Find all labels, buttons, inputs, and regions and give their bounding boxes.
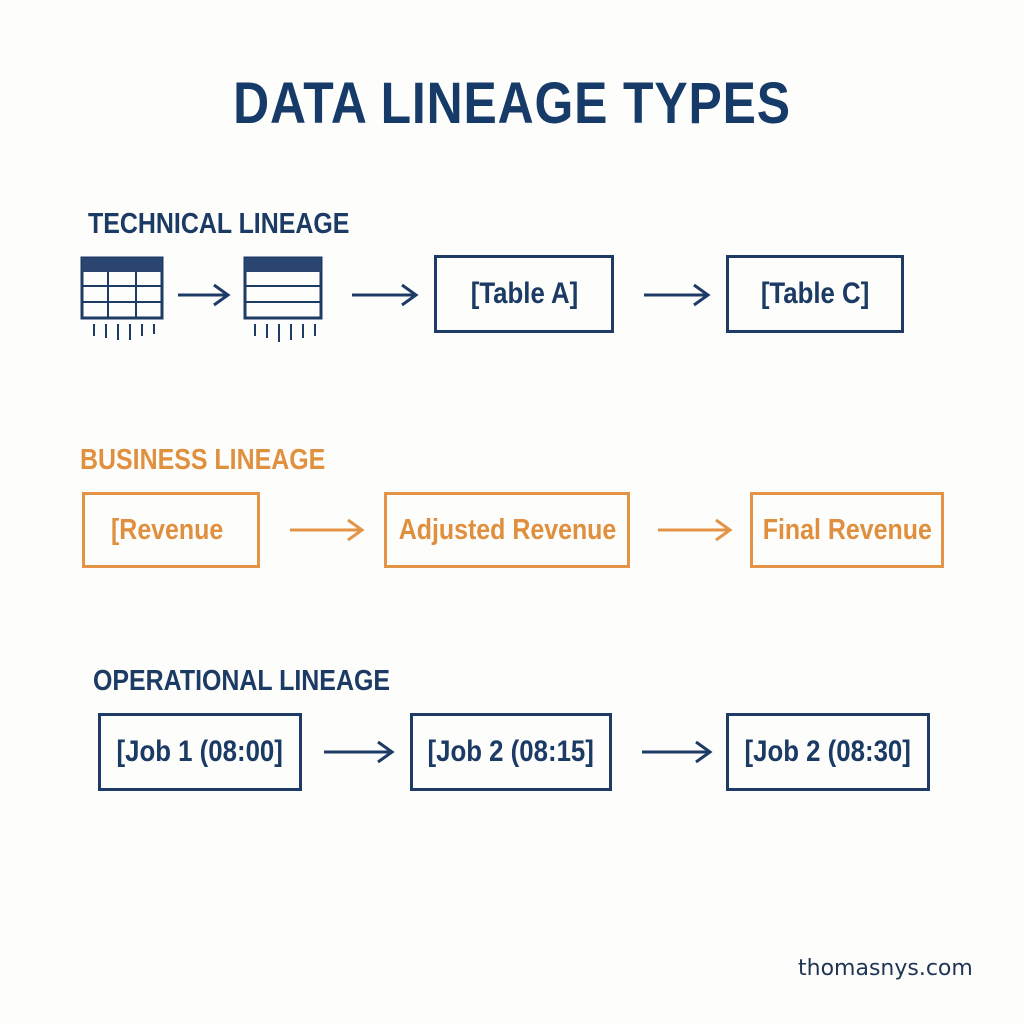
job-2-0830-label: [Job 2 (08:30] <box>744 735 912 768</box>
arrow-icon <box>290 518 365 542</box>
operational-lineage-label: OPERATIONAL LINEAGE <box>93 665 390 697</box>
business-lineage-label: BUSINESS LINEAGE <box>80 444 326 476</box>
table-a-node: [Table A] <box>434 255 614 333</box>
table-c-label: [Table C] <box>760 277 870 310</box>
arrow-icon <box>352 283 419 307</box>
grid-table-icon <box>80 256 164 340</box>
table-c-node: [Table C] <box>726 255 904 333</box>
job-2-0815-label: [Job 2 (08:15] <box>427 735 595 768</box>
job-1-label: [Job 1 (08:00] <box>116 735 284 768</box>
final-revenue-label: Final Revenue <box>762 513 932 546</box>
arrow-icon <box>178 283 231 307</box>
arrow-icon <box>324 740 395 764</box>
page-title: DATA LINEAGE TYPES <box>233 71 791 136</box>
revenue-label: [Revenue <box>111 513 224 546</box>
watermark: thomasnys.com <box>798 956 973 981</box>
table-a-label: [Table A] <box>470 277 578 310</box>
arrow-icon <box>644 283 711 307</box>
revenue-node: [Revenue <box>82 492 260 568</box>
job-2-0815-node: [Job 2 (08:15] <box>410 713 612 791</box>
final-revenue-node: Final Revenue <box>750 492 944 568</box>
job-1-node: [Job 1 (08:00] <box>98 713 302 791</box>
job-2-0830-node: [Job 2 (08:30] <box>726 713 930 791</box>
arrow-icon <box>642 740 713 764</box>
row-table-icon <box>243 256 323 342</box>
arrow-icon <box>658 518 733 542</box>
technical-lineage-label: TECHNICAL LINEAGE <box>88 208 350 240</box>
adjusted-revenue-node: Adjusted Revenue <box>384 492 630 568</box>
adjusted-revenue-label: Adjusted Revenue <box>398 513 616 546</box>
